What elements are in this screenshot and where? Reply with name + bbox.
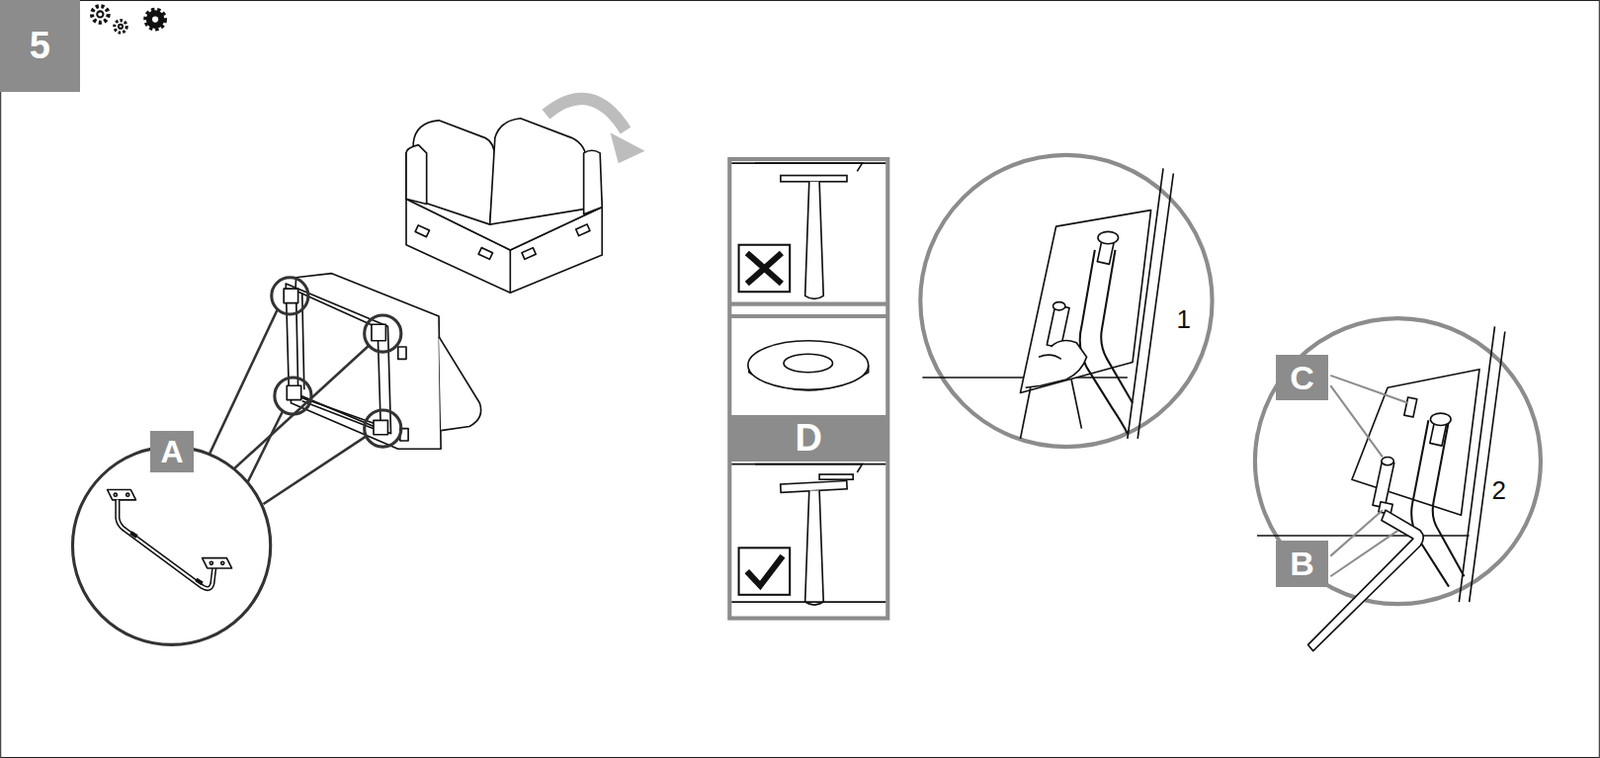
armchair bbox=[406, 118, 602, 294]
part-label: A bbox=[150, 430, 194, 473]
label-text: B bbox=[1289, 546, 1315, 581]
overturned-armchair bbox=[283, 273, 481, 450]
label-text: D bbox=[795, 419, 823, 457]
callout-number: 2 bbox=[1492, 477, 1507, 504]
hand-tightening-detail bbox=[922, 168, 1174, 439]
detail-circle bbox=[920, 155, 1212, 447]
part-label: B bbox=[1275, 540, 1330, 587]
tool-icon bbox=[91, 5, 165, 33]
washer bbox=[748, 340, 869, 391]
leg-position-marker bbox=[271, 277, 402, 447]
allen-key-detail bbox=[1257, 326, 1506, 651]
leg-bracket bbox=[107, 490, 233, 590]
bolt-correct bbox=[731, 464, 886, 605]
label-text: A bbox=[160, 435, 183, 468]
rotate-arrow bbox=[545, 98, 626, 131]
label-text: C bbox=[1289, 360, 1315, 395]
label-text: 5 bbox=[29, 26, 51, 65]
rotate-arrow bbox=[609, 132, 645, 164]
detail-circle bbox=[72, 446, 270, 645]
bolt-wrong bbox=[731, 163, 886, 299]
step-number: 5 bbox=[0, 0, 81, 92]
leader-line bbox=[1330, 375, 1408, 577]
washer-instruction-panel bbox=[729, 159, 888, 619]
callout-number: 1 bbox=[1177, 306, 1191, 333]
part-label: D bbox=[729, 415, 888, 461]
part-label: C bbox=[1275, 354, 1330, 400]
